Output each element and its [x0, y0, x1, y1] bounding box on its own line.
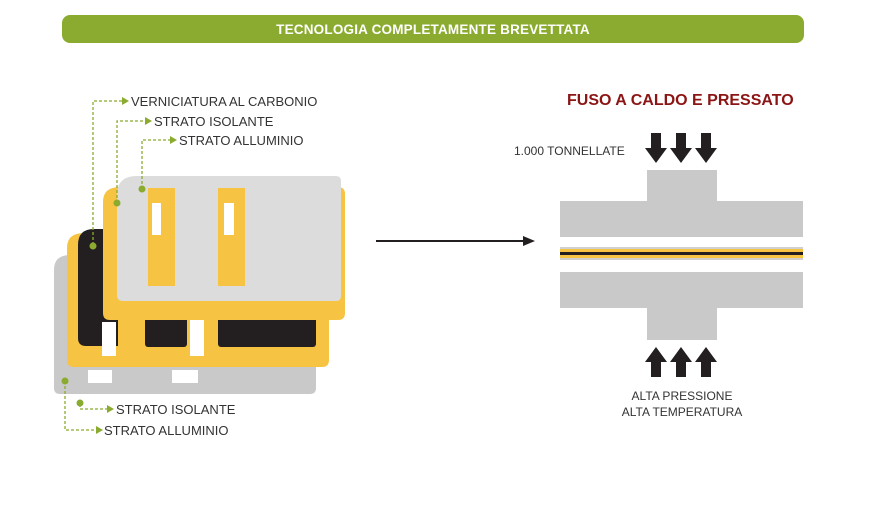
leader-line [64, 381, 96, 431]
arrow-right-icon [96, 426, 103, 434]
cutout [152, 203, 161, 235]
label-aluminium-top: STRATO ALLUMINIO [179, 133, 304, 148]
leader-dot [138, 185, 146, 193]
leader-dot [76, 399, 84, 407]
cutout [224, 203, 234, 235]
banner-title: TECNOLOGIA COMPLETAMENTE BREVETTATA [62, 15, 804, 43]
label-insulation-top: STRATO ISOLANTE [154, 114, 274, 129]
cutout [190, 320, 204, 356]
arrow-down-icon [695, 133, 717, 163]
leader-arrowheads [61, 97, 177, 434]
leader-line [116, 120, 145, 203]
arrow-right-icon [107, 405, 114, 413]
label-insulation-bottom: STRATO ISOLANTE [116, 402, 236, 417]
arrow-right-icon [170, 136, 177, 144]
arrow-right-icon [145, 117, 152, 125]
leader-lines [64, 100, 170, 431]
process-arrow [376, 236, 535, 246]
insulation-layer [560, 255, 803, 258]
conditions-line-2: ALTA TEMPERATURA [621, 405, 743, 419]
press-title: FUSO A CALDO E PRESSATO [567, 92, 794, 109]
up-arrows [645, 347, 717, 377]
leader-line [141, 139, 170, 189]
lower-press-die [560, 272, 803, 340]
arrow-down-icon [645, 133, 667, 163]
force-label: 1.000 TONNELLATE [514, 144, 625, 158]
down-arrows [645, 133, 717, 163]
leader-dot [61, 377, 69, 385]
carbon-layer [560, 252, 803, 255]
slot [218, 188, 245, 286]
slot [148, 188, 175, 286]
label-aluminium-bottom: STRATO ALLUMINIO [104, 423, 229, 438]
press-diagram [560, 133, 803, 377]
arrow-down-icon [670, 133, 692, 163]
layer-stack [54, 176, 345, 394]
upper-press-die [560, 170, 803, 237]
conditions-line-1: ALTA PRESSIONE [631, 389, 733, 403]
arrow-up-icon [695, 347, 717, 377]
arrow-up-icon [670, 347, 692, 377]
aluminium-layer [560, 258, 803, 260]
arrow-right-icon [523, 236, 535, 246]
label-carbon-coating: VERNICIATURA AL CARBONIO [131, 94, 318, 109]
leader-line [79, 404, 107, 410]
carbon-layer [145, 315, 187, 347]
leader-dot [89, 242, 97, 250]
leader-line [92, 100, 122, 245]
carbon-layer [218, 315, 316, 347]
cutout [102, 322, 116, 356]
arrow-up-icon [645, 347, 667, 377]
cutout [172, 370, 198, 383]
leader-dot [113, 199, 121, 207]
arrow-right-icon [122, 97, 129, 105]
cutout [88, 370, 112, 383]
insulation-layer [560, 249, 803, 252]
aluminium-layer [560, 247, 803, 249]
